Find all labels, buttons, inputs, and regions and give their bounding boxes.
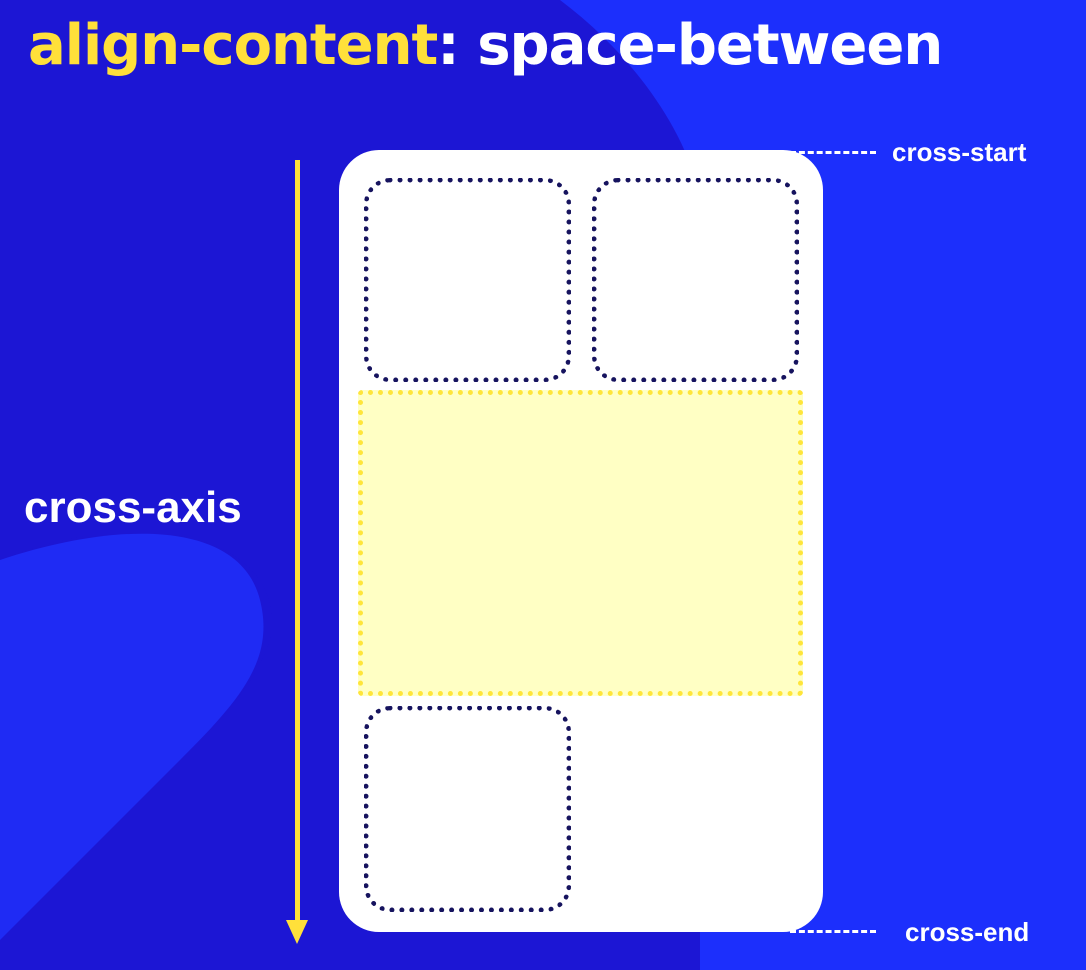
flex-container (339, 150, 823, 932)
cross-start-guide-line (790, 151, 876, 154)
cross-start-label: cross-start (892, 137, 1027, 167)
cross-axis-arrow-shaft (295, 160, 300, 926)
cross-end-label: cross-end (905, 917, 1030, 947)
flex-item-2 (592, 178, 799, 382)
distributed-space (358, 390, 803, 696)
page-title: align-content: space-between (28, 6, 943, 86)
flex-item-3 (364, 706, 571, 912)
cross-end-guide-line (790, 930, 876, 933)
title-value: space-between (458, 13, 943, 78)
cross-axis-label: cross-axis (24, 483, 242, 532)
title-property: align-content (28, 13, 438, 78)
flex-item-1 (364, 178, 571, 382)
cross-axis-arrow-head (286, 920, 308, 944)
title-separator: : (437, 13, 459, 78)
